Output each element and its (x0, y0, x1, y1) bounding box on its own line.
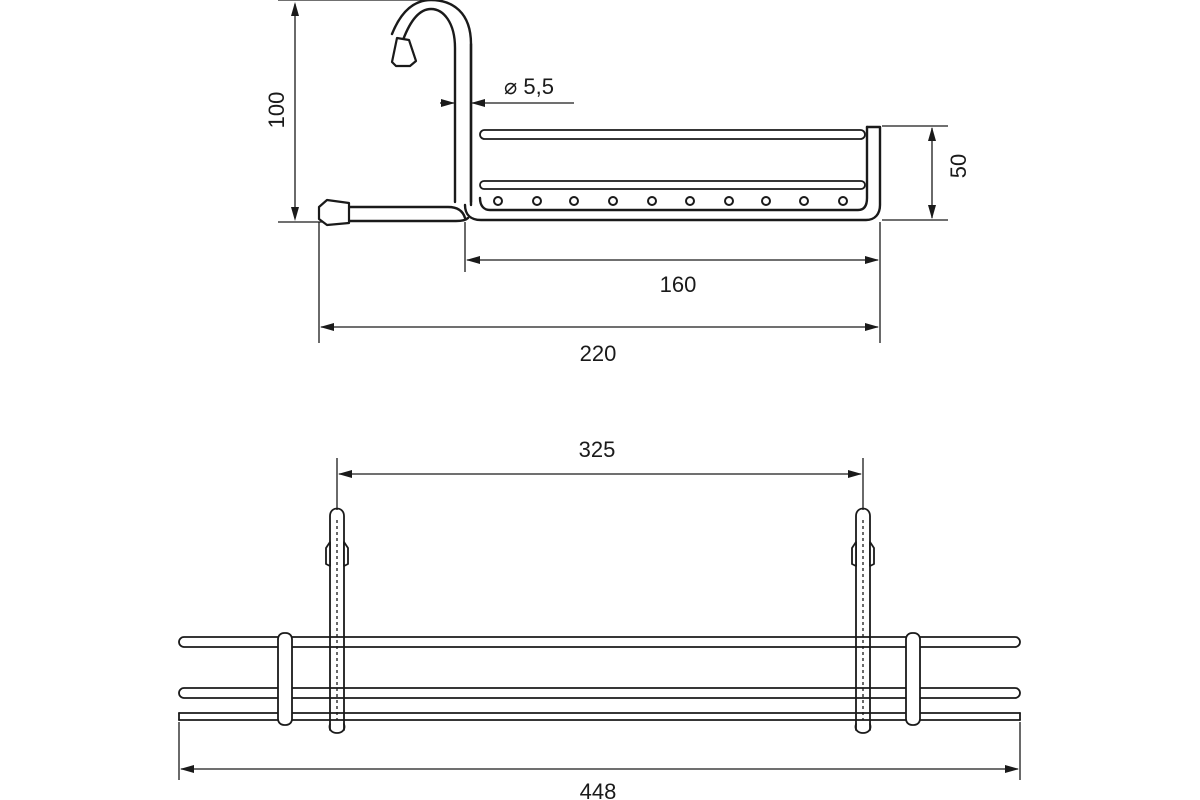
dim-depth-total: 220 (318, 222, 879, 366)
dim-depth-basket: 160 (464, 222, 881, 343)
dim-width-total: 448 (178, 722, 1021, 800)
dim-width-total-label: 448 (580, 779, 617, 800)
dim-rod-diameter: ⌀ 5,5 (440, 74, 574, 107)
wire-section (608, 196, 618, 206)
wire-section (569, 196, 579, 206)
side-bottom-wires (493, 196, 848, 206)
side-lower-arm (347, 205, 467, 220)
front-clip-left (277, 632, 293, 726)
front-hanger-right (851, 507, 875, 734)
front-rail-middle (178, 687, 1021, 699)
wire-section (532, 196, 542, 206)
dim-height-basket: 50 (882, 125, 971, 221)
dim-depth-total-label: 220 (580, 341, 617, 366)
dim-height-total: 100 (264, 0, 435, 223)
wire-section (799, 196, 809, 206)
dim-hook-spacing-label: 325 (579, 437, 616, 462)
side-basket-inner (478, 125, 869, 212)
dim-depth-basket-label: 160 (660, 272, 697, 297)
front-rail-top (178, 636, 1021, 648)
side-basket-outer (463, 125, 882, 222)
side-rail-top (479, 129, 866, 140)
side-hook-cap (390, 36, 418, 68)
dim-height-basket-label: 50 (946, 154, 971, 178)
front-hanger-left (325, 507, 349, 734)
side-hook-wire (401, 7, 457, 204)
side-lower-arm-inner (347, 216, 470, 223)
wire-section (724, 196, 734, 206)
dim-hook-spacing: 325 (336, 437, 864, 510)
side-view: 100 50 ⌀ 5,5 160 (264, 0, 971, 366)
front-view: 325 448 (178, 437, 1021, 800)
wire-section (838, 196, 848, 206)
dim-rod-diameter-label: ⌀ 5,5 (504, 74, 554, 99)
side-arm-cap (317, 198, 351, 227)
side-rail-middle (479, 180, 866, 190)
side-hook-wire-inner (390, 0, 473, 204)
wire-section (685, 196, 695, 206)
dim-height-total-label: 100 (264, 92, 289, 129)
wire-section (647, 196, 657, 206)
front-clip-right (905, 632, 921, 726)
wire-section (493, 196, 503, 206)
wire-section (761, 196, 771, 206)
